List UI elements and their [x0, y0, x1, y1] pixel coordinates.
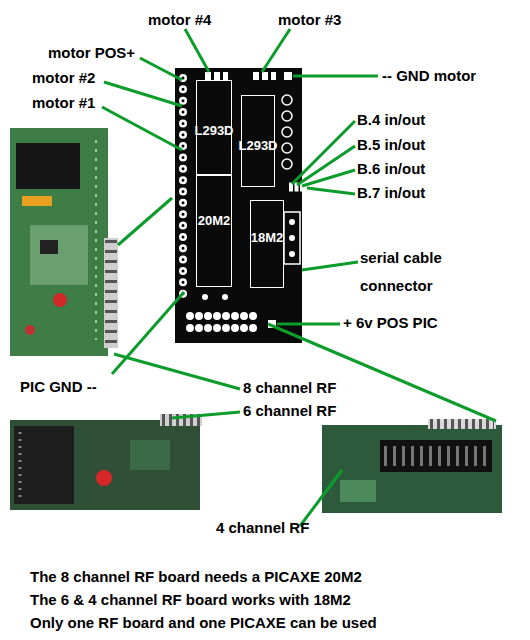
rf-board-4ch — [322, 419, 502, 513]
leader-line — [262, 29, 290, 72]
pin-label: B.4 in/out — [357, 111, 425, 129]
pins — [19, 432, 22, 500]
leader-line — [102, 107, 182, 150]
board-area — [30, 225, 88, 285]
potentiometer — [96, 470, 112, 486]
motor-connector — [253, 72, 276, 80]
board — [10, 128, 108, 356]
pin-header — [104, 238, 118, 348]
pins — [430, 419, 494, 429]
leader-line — [300, 470, 342, 526]
resistor — [282, 95, 292, 105]
resistor — [282, 111, 292, 121]
picaxe-chip: 20M2 — [196, 175, 232, 287]
connector-label: motor #3 — [278, 11, 341, 29]
leader-line — [118, 198, 172, 245]
pin-label: B.5 in/out — [357, 136, 425, 154]
pin-header — [380, 440, 492, 472]
pcb-board — [175, 68, 302, 343]
resistor — [282, 159, 292, 169]
pad — [202, 294, 208, 300]
power-label: + 6v POS PIC — [343, 314, 438, 332]
gnd-pad — [284, 72, 292, 80]
chip-label: 18M2 — [231, 230, 303, 245]
pins — [105, 240, 117, 346]
pins — [384, 446, 490, 466]
chip — [14, 426, 74, 504]
chip-label: L293D — [222, 138, 294, 153]
leader-line — [307, 188, 355, 194]
component — [22, 196, 52, 206]
pcb — [175, 68, 309, 343]
board-label: 8 channel RF — [243, 379, 336, 397]
component — [40, 240, 58, 254]
leader-line — [292, 121, 355, 184]
trace — [95, 140, 97, 340]
board-label: 6 channel RF — [243, 402, 336, 420]
board — [10, 420, 200, 510]
motor-connector — [205, 72, 228, 80]
header-row — [190, 324, 262, 332]
leader-line — [297, 146, 355, 185]
board — [322, 425, 502, 513]
resistors — [282, 95, 292, 169]
chip-label: 20M2 — [177, 213, 251, 228]
power-label: PIC GND -- — [20, 378, 97, 396]
leader-line — [293, 75, 378, 78]
picaxe-chip: 18M2 — [250, 200, 284, 288]
connector-label: -- GND motor — [382, 67, 476, 85]
note-text: The 8 channel RF board needs a PICAXE 20… — [30, 568, 362, 586]
chip-label: L293D — [177, 123, 251, 138]
pad — [222, 294, 228, 300]
leader-lines — [102, 29, 496, 526]
chip — [16, 143, 80, 189]
note-text: Only one RF board and one PICAXE can be … — [30, 614, 377, 632]
resistor — [282, 143, 292, 153]
rf-board-8ch — [10, 128, 118, 356]
connector-label: serial cable connector — [360, 244, 460, 300]
pad-holes — [182, 78, 185, 305]
pin-label: B.6 in/out — [357, 160, 425, 178]
pad-row — [179, 78, 187, 305]
connector-label: motor #1 — [32, 94, 95, 112]
leader-line — [302, 262, 358, 270]
leader-line — [172, 412, 240, 418]
component — [130, 440, 170, 470]
board-label: 4 channel RF — [216, 519, 309, 537]
leader-line — [185, 29, 209, 72]
driver-chip: L293D — [196, 80, 232, 175]
leader-line — [112, 292, 184, 374]
leader-line — [114, 354, 240, 389]
header-row — [190, 312, 262, 320]
component — [340, 480, 376, 502]
potentiometer — [53, 293, 67, 307]
component — [25, 325, 35, 335]
resistor — [282, 127, 292, 137]
leader-line — [104, 82, 182, 106]
leader-line — [277, 323, 340, 326]
leader-line — [302, 170, 355, 186]
rf-board-6ch — [10, 414, 202, 510]
driver-chip: L293D — [241, 95, 275, 187]
connector-label: motor #4 — [148, 11, 211, 29]
leader-line — [140, 58, 182, 80]
pin-header — [428, 419, 496, 429]
serial-connector — [284, 212, 300, 264]
pin-label: B.7 in/out — [357, 184, 425, 202]
note-text: The 6 & 4 channel RF board works with 18… — [30, 591, 351, 609]
connector-label: motor POS+ — [48, 44, 135, 62]
serial-pins — [289, 222, 295, 258]
connector-label: motor #2 — [32, 69, 95, 87]
